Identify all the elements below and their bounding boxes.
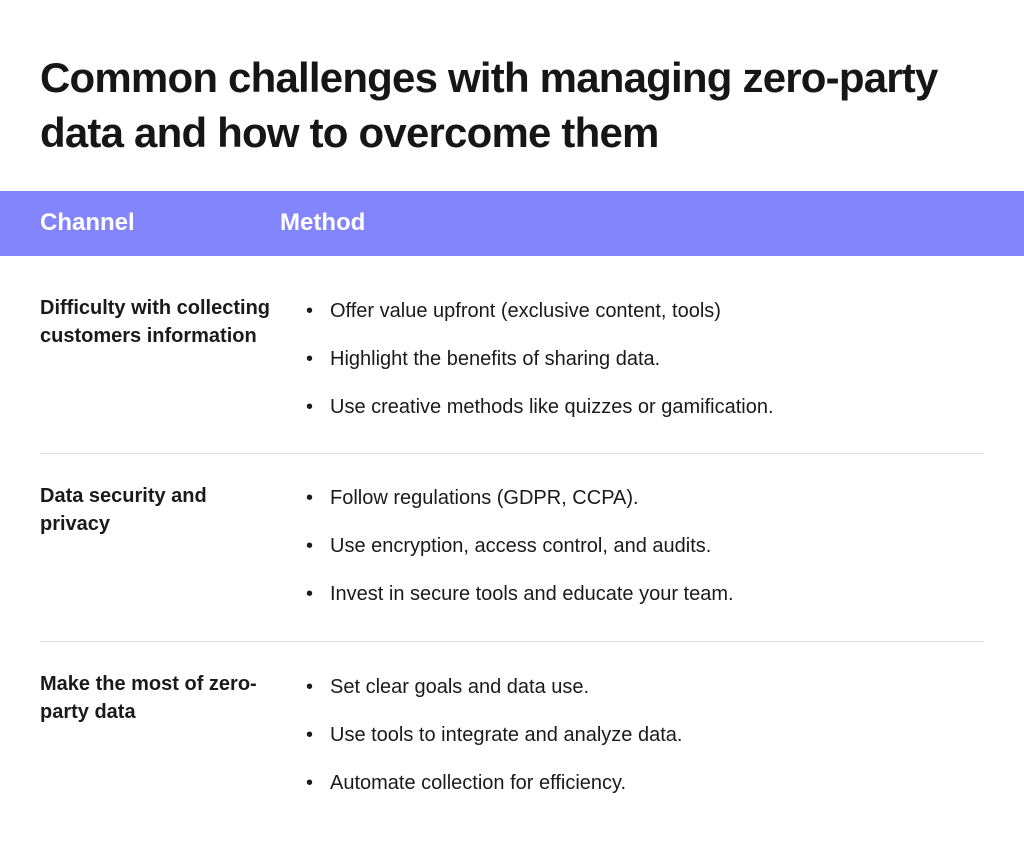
page-title: Common challenges with managing zero-par…	[40, 54, 938, 156]
list-item: Follow regulations (GDPR, CCPA).	[306, 484, 734, 532]
channel-cell: Make the most of zero-party data	[40, 673, 257, 723]
method-list: Follow regulations (GDPR, CCPA). Use enc…	[306, 484, 734, 628]
column-header-channel: Channel	[40, 209, 135, 236]
list-item: Use tools to integrate and analyze data.	[306, 721, 682, 769]
list-item: Offer value upfront (exclusive content, …	[306, 297, 774, 345]
list-item: Use encryption, access control, and audi…	[306, 532, 734, 580]
list-item: Automate collection for efficiency.	[306, 769, 682, 817]
list-item: Invest in secure tools and educate your …	[306, 580, 734, 628]
channel-cell: Data security and privacy	[40, 485, 207, 535]
table-row: Data security and privacy Follow regulat…	[40, 453, 984, 642]
table-header: Channel Method	[0, 191, 1024, 256]
list-item: Highlight the benefits of sharing data.	[306, 345, 774, 393]
list-item: Use creative methods like quizzes or gam…	[306, 393, 774, 441]
table-row: Make the most of zero-party data Set cle…	[40, 641, 984, 841]
channel-cell: Difficulty with collecting customers inf…	[40, 297, 271, 347]
method-list: Offer value upfront (exclusive content, …	[306, 297, 774, 441]
method-list: Set clear goals and data use. Use tools …	[306, 673, 682, 817]
list-item: Set clear goals and data use.	[306, 673, 682, 721]
column-header-method: Method	[280, 209, 366, 236]
table-row: Difficulty with collecting customers inf…	[40, 256, 984, 454]
